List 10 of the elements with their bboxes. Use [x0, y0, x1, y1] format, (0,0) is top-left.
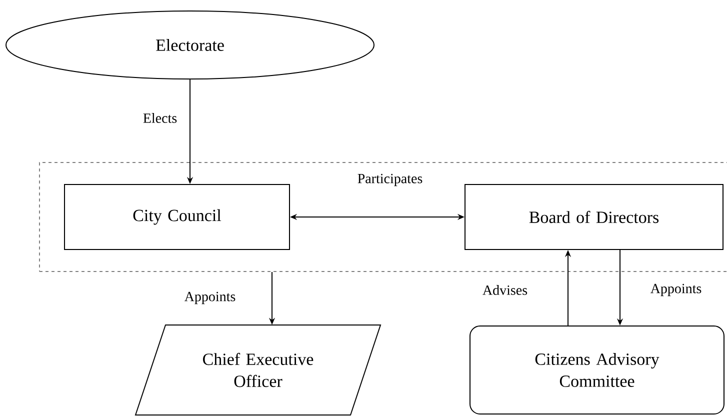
process-box: City Council — [64, 184, 290, 250]
rounded-box: Citizens Advisory Committee — [470, 326, 724, 414]
edge-label: Participates — [356, 172, 424, 188]
edge-label: Appoints — [183, 290, 237, 306]
process-box: Board of Directors — [464, 184, 724, 250]
edge-label: Elects — [142, 112, 178, 124]
ellipse-node: Electorate — [6, 10, 374, 80]
group-frame — [39, 162, 727, 272]
edge-label: Advises — [481, 284, 529, 296]
edge-label: Appoints — [649, 282, 703, 298]
